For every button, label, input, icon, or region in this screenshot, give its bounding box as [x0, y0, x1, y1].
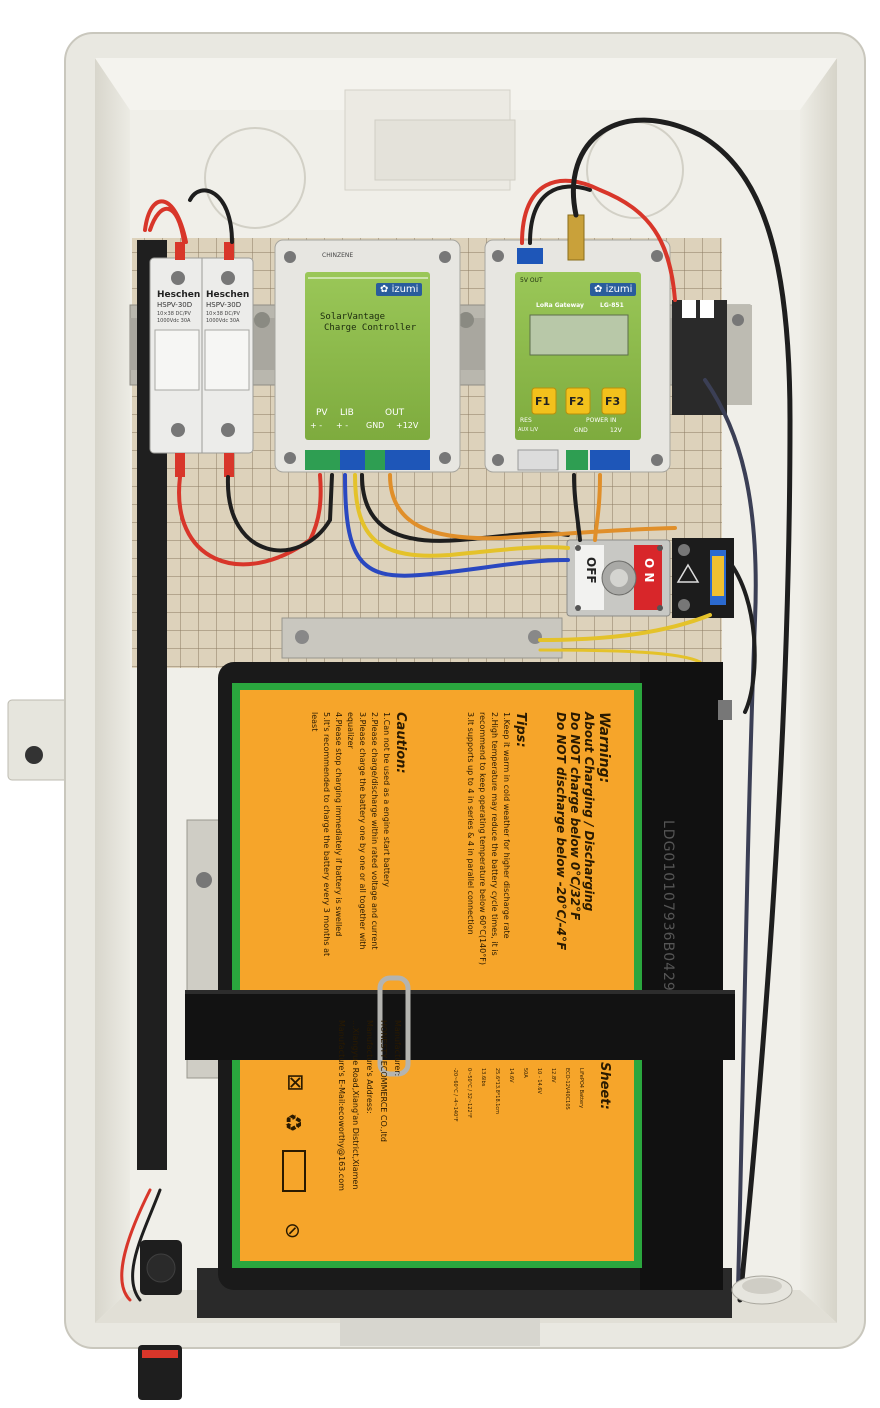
battery-email: Manufacture's E-Mail:ecoworthy@163.com — [337, 1020, 346, 1191]
gateway-brand: ✿ izumi — [590, 283, 637, 296]
battery-tip-3: recommend to keep operating temperature … — [478, 712, 487, 965]
battery-caution-3: 3.Please charge the battery one by one o… — [358, 712, 367, 950]
fuse-brand-left: Heschen — [157, 290, 201, 300]
battery-caution-1: 1.Can not be used as a engine start batt… — [382, 712, 391, 887]
fuse-rating-right-1: 10×38 DC/PV — [206, 311, 240, 317]
battery-spec-table: LiFePO4 Battery ECO-12V40C10S 12.8V 10 -… — [448, 1068, 588, 1122]
battery-spec-row: 12.8V — [550, 1068, 556, 1083]
battery-spec-row: 0~50°C / 32~122°F — [466, 1068, 472, 1119]
label-out: OUT — [385, 408, 405, 418]
f3-label: F3 — [605, 395, 621, 408]
fuse-holder-pair — [149, 242, 254, 477]
battery-caution-6: 5.It's recommended to charge the battery… — [322, 712, 331, 957]
controller-title-1: SolarVantage — [320, 312, 386, 322]
gateway-title: LoRa Gateway — [536, 302, 584, 309]
inline-fuse — [672, 538, 734, 618]
no-fire-icon: ⊘ — [284, 1218, 301, 1242]
charge-controller — [274, 239, 461, 473]
battery-caution-7: least — [310, 712, 319, 732]
battery-caution-5: 4.Please stop charging immediately if ba… — [334, 712, 343, 937]
battery-spec-row: 10 - 14.6V — [536, 1068, 542, 1094]
f3-button — [601, 387, 627, 415]
ce-mark-icon — [282, 1150, 306, 1192]
battery-strap — [185, 975, 735, 1077]
controller-brand-text: izumi — [391, 284, 419, 295]
gateway-brand-text: izumi — [605, 284, 633, 295]
label-gnd: GND — [366, 421, 385, 430]
gateway-5v-label: 5V OUT — [520, 277, 543, 284]
recycle-icon: ♻ — [279, 1112, 305, 1133]
switch-on-label: O N — [642, 558, 656, 583]
polarity-pv: + - — [310, 421, 323, 430]
battery-caution-2: 2.Please charge/discharge within rated v… — [370, 712, 379, 950]
switch-off-label: OFF — [584, 557, 598, 584]
label-12v: +12V — [396, 421, 419, 430]
polarity-lib: + - — [336, 421, 349, 430]
battery-warning-line-3: Do NOT discharge below -20°C/-4°F — [554, 712, 568, 951]
fuse-brand-right: Heschen — [206, 290, 250, 300]
battery-serial: LDG010107936B0429 — [660, 820, 676, 992]
f1-button — [531, 387, 557, 415]
terminal-block — [672, 300, 752, 415]
wiring — [120, 117, 793, 1303]
battery-spec-row: 25.6*13.8*18.1cm — [494, 1068, 500, 1115]
cable-gland-right — [731, 1275, 793, 1305]
fuse-model-left: HSPV-30D — [157, 301, 193, 309]
gateway-12v: 12V — [610, 427, 622, 434]
battery-bracket — [281, 617, 563, 659]
izumi-logo-icon: ✿ — [380, 284, 392, 295]
controller-title-2: Charge Controller — [324, 323, 417, 333]
izumi-logo-icon: ✿ — [594, 284, 606, 295]
fuse-rating-left-1: 10×38 DC/PV — [157, 311, 191, 317]
battery-warning-title: Warning: — [596, 712, 612, 784]
gateway-res: RES — [520, 417, 532, 424]
battery-manufacturer-block: Manufacturer: HONESTY ECOMMERCE CO.,ltd … — [334, 1020, 404, 1191]
battery-spec-row: ECO-12V40C10S — [564, 1068, 570, 1110]
battery — [218, 662, 732, 1290]
fuse-rating-right-2: 1000Vdc 30A — [206, 318, 240, 324]
controller-brand: ✿ izumi — [376, 283, 423, 296]
recycle-bin-icon: ⊠ — [282, 1073, 308, 1092]
battery-tip-4: 3.It supports up to 4 in series & 4 in p… — [466, 712, 475, 935]
battery-tips-block: Tips: 1.Keep it warm in cold weather for… — [464, 712, 528, 965]
gateway-power-in: POWER IN — [586, 417, 617, 424]
f2-button — [565, 387, 591, 415]
f2-label: F2 — [569, 395, 585, 408]
battery-caution-4: equalizer — [346, 712, 355, 749]
battery-spec-row: -20~60°C / -4~140°F — [452, 1068, 458, 1122]
battery-warning-block: Warning: About Charging / Discharging Do… — [554, 712, 612, 950]
label-lib: LIB — [340, 408, 354, 418]
battery-manufacturer-name: HONESTY ECOMMERCE CO.,ltd — [379, 1020, 388, 1142]
controller-top-tag: CHINZENE — [322, 252, 354, 259]
battery-spec-title: Sheet: — [597, 1062, 612, 1110]
battery-caution-title: Caution: — [393, 712, 408, 774]
battery-tips-title: Tips: — [513, 712, 528, 748]
battery-caution-block: Caution: 1.Can not be used as a engine s… — [308, 712, 408, 956]
fuse-model-right: HSPV-30D — [206, 301, 242, 309]
battery-address: ...Xiangyue Road,Xiang'an District,Xiame… — [351, 1020, 360, 1190]
fuse-rating-left-2: 1000Vdc 30A — [157, 318, 191, 324]
battery-spec-row: 50A — [522, 1068, 528, 1078]
solar-connector — [138, 1345, 182, 1400]
gateway-model: LG-851 — [600, 302, 624, 309]
battery-manufacturer-label: Manufacturer: — [393, 1020, 402, 1077]
battery-spec-row: LiFePO4 Battery — [578, 1068, 584, 1109]
battery-spec-row: 14.6V — [508, 1068, 514, 1083]
battery-tip-2: 2.High temperature may reduce the batter… — [490, 712, 499, 956]
battery-warning-line-1: About Charging / Discharging — [582, 712, 596, 912]
antenna-connector — [567, 214, 585, 261]
battery-spec-row: 13.6lbs — [480, 1068, 486, 1087]
battery-tip-1: 1.Keep it warm in cold weather for highe… — [502, 712, 511, 939]
label-pv: PV — [316, 408, 328, 418]
cable-gland-left — [140, 1240, 182, 1295]
f1-label: F1 — [535, 395, 551, 408]
toggle-switch — [566, 539, 671, 617]
battery-warning-line-2: Do NOT charge below 0°C/32°F — [568, 712, 582, 921]
gateway-gnd: GND — [574, 427, 588, 434]
gateway-aux: AUX L/V — [518, 427, 538, 433]
battery-address-label: Manufacture's Address: — [365, 1020, 374, 1114]
lora-gateway — [484, 239, 671, 473]
